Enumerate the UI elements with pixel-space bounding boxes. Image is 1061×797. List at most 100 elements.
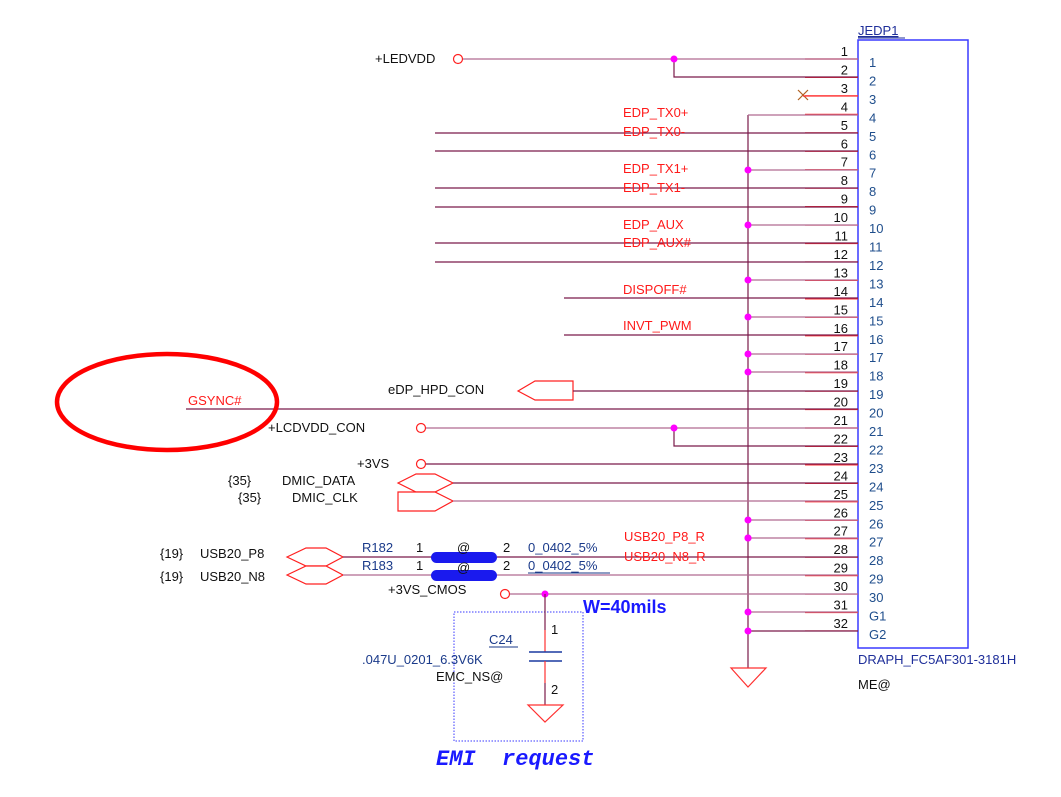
pin-number: 8 [841,173,848,188]
net-gsync: GSYNC# [188,393,242,408]
pin-number: 10 [834,210,848,225]
pin-name: 15 [869,313,883,328]
pin-name: 22 [869,442,883,457]
net-edp-tx0p: EDP_TX0+ [623,105,688,120]
pin-name: 25 [869,498,883,513]
pin-number: 3 [841,81,848,96]
pin-name: 24 [869,479,883,494]
power-port-ledvdd[interactable] [452,53,464,65]
connector-pins: 1234567891011121314151617181920212223242… [805,44,886,642]
pin-number: 27 [834,524,848,539]
c24-pin1: 1 [551,622,558,637]
pin-name: 7 [869,166,876,181]
pin-name: 12 [869,258,883,273]
pin-name: 18 [869,369,883,384]
pin-number: 12 [834,247,848,262]
pin-name: 30 [869,590,883,605]
net-edp-tx1p: EDP_TX1+ [623,161,688,176]
r183-value: 0_0402_5% [528,558,598,573]
pin-number: 1 [841,44,848,59]
pin-number: 2 [841,62,848,77]
r183-pin2: 2 [503,558,510,573]
dmic-data-ref: {35} [228,473,252,488]
emi-note: EMI request [436,747,594,772]
r182-mark: @ [457,540,470,555]
pin-name: 20 [869,406,883,421]
pin-name: 8 [869,184,876,199]
connector-part: DRAPH_FC5AF301-3181H [858,652,1016,667]
r182-pin1: 1 [416,540,423,555]
pin-number: 19 [834,376,848,391]
pin-name: 19 [869,387,883,402]
power-port-lcdvdd[interactable] [415,422,427,434]
net-dispoff: DISPOFF# [623,282,687,297]
resistor-r183[interactable] [431,570,497,581]
pin-name: 29 [869,572,883,587]
pin-name: 16 [869,332,883,347]
pin-number: 23 [834,450,848,465]
resistor-r182[interactable] [431,552,497,563]
connector-ref: JEDP1 [858,23,898,38]
pin-name: 2 [869,73,876,88]
pin-number: 24 [834,468,848,483]
net-usb-n8-r: USB20_N8_R [624,549,706,564]
pin-name: 11 [869,240,883,255]
pin-number: 6 [841,136,848,151]
c24-value: .047U_0201_6.3V6K [362,652,483,667]
usb-n8-ref: {19} [160,569,184,584]
net-lcdvdd: +LCDVDD_CON [268,420,365,435]
net-usb-p8: USB20_P8 [200,546,264,561]
net-edp-auxn: EDP_AUX# [623,235,692,250]
pin-number: 25 [834,487,848,502]
bidir-port-dmic-data[interactable] [396,473,455,493]
net-3vs-cmos: +3VS_CMOS [388,582,467,597]
pin-name: 5 [869,129,876,144]
pin-number: 20 [834,395,848,410]
r182-value: 0_0402_5% [528,540,598,555]
pin-number: 14 [834,284,848,299]
pin-name: 1 [869,55,876,70]
r182-ref: R182 [362,540,393,555]
ground-icon [526,704,565,723]
pin-name: 6 [869,147,876,162]
pin-number: 11 [835,229,849,244]
pin-number: 28 [834,542,848,557]
bidir-port-usb-p8[interactable] [285,547,345,567]
input-port-edp-hpd[interactable] [516,380,574,401]
pin-name: 10 [869,221,883,236]
usb-p8-ref: {19} [160,546,184,561]
pin-number: 13 [834,265,848,280]
connector-body[interactable] [857,39,969,649]
power-port-3vs[interactable] [415,458,427,470]
output-port-dmic-clk[interactable] [397,491,455,512]
pin-number: 15 [834,302,848,317]
r183-ref: R183 [362,558,393,573]
net-edp-tx1n: EDP_TX1- [623,180,685,195]
r182-pin2: 2 [503,540,510,555]
ground-icon [729,667,768,688]
pin-number: 22 [834,431,848,446]
bidir-port-usb-n8[interactable] [285,565,345,585]
pin-number: 32 [834,616,848,631]
power-port-3vs-cmos[interactable] [499,588,511,600]
c24-option: EMC_NS@ [436,669,503,684]
net-edp-hpd: eDP_HPD_CON [388,382,484,397]
pin-name: 27 [869,535,883,550]
net-3vs: +3VS [357,456,389,471]
pin-number: 30 [834,579,848,594]
pin-name: 28 [869,553,883,568]
pin-name: 21 [869,424,883,439]
dmic-clk-ref: {35} [238,490,262,505]
c24-pin2: 2 [551,682,558,697]
pin-name: 26 [869,516,883,531]
r183-mark: @ [457,560,470,575]
pin-name: 9 [869,203,876,218]
width-note: W=40mils [583,597,667,617]
pin-name: 23 [869,461,883,476]
c24-ref: C24 [489,632,513,647]
pin-number: 7 [841,155,848,170]
pin-number: 18 [834,358,848,373]
r183-pin1: 1 [416,558,423,573]
net-invt-pwm: INVT_PWM [623,318,692,333]
